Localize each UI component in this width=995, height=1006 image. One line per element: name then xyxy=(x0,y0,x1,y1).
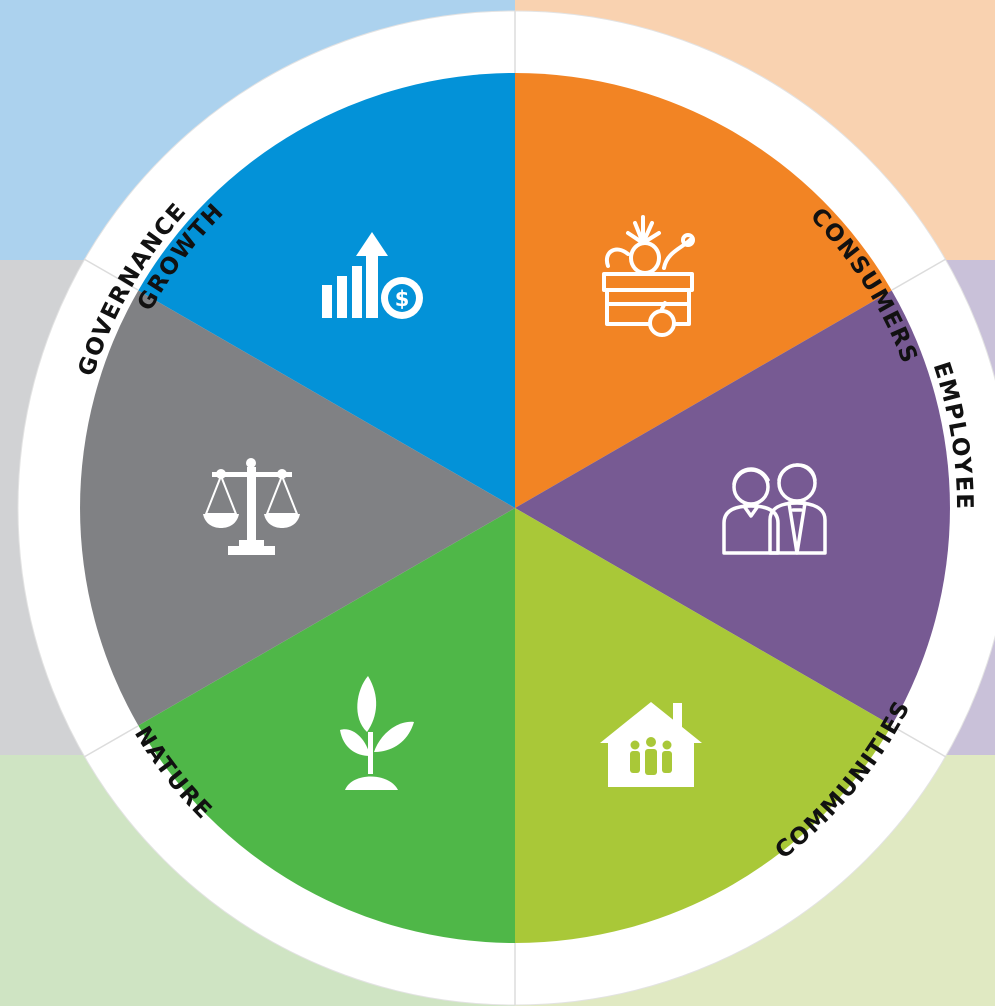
ring-dividers xyxy=(83,11,947,1005)
segment-communities[interactable] xyxy=(515,508,892,943)
produce-crate-icon xyxy=(602,215,695,337)
two-people-icon xyxy=(722,463,827,555)
house-family-icon xyxy=(600,702,702,787)
segment-governance[interactable] xyxy=(80,290,515,726)
svg-text:$: $ xyxy=(395,287,410,311)
segment-nature[interactable] xyxy=(138,508,516,943)
scales-of-justice-icon xyxy=(203,458,300,555)
growth-chart-dollar-icon: $ xyxy=(322,232,423,319)
segment-consumers[interactable] xyxy=(515,73,892,508)
sprout-icon xyxy=(340,676,414,790)
